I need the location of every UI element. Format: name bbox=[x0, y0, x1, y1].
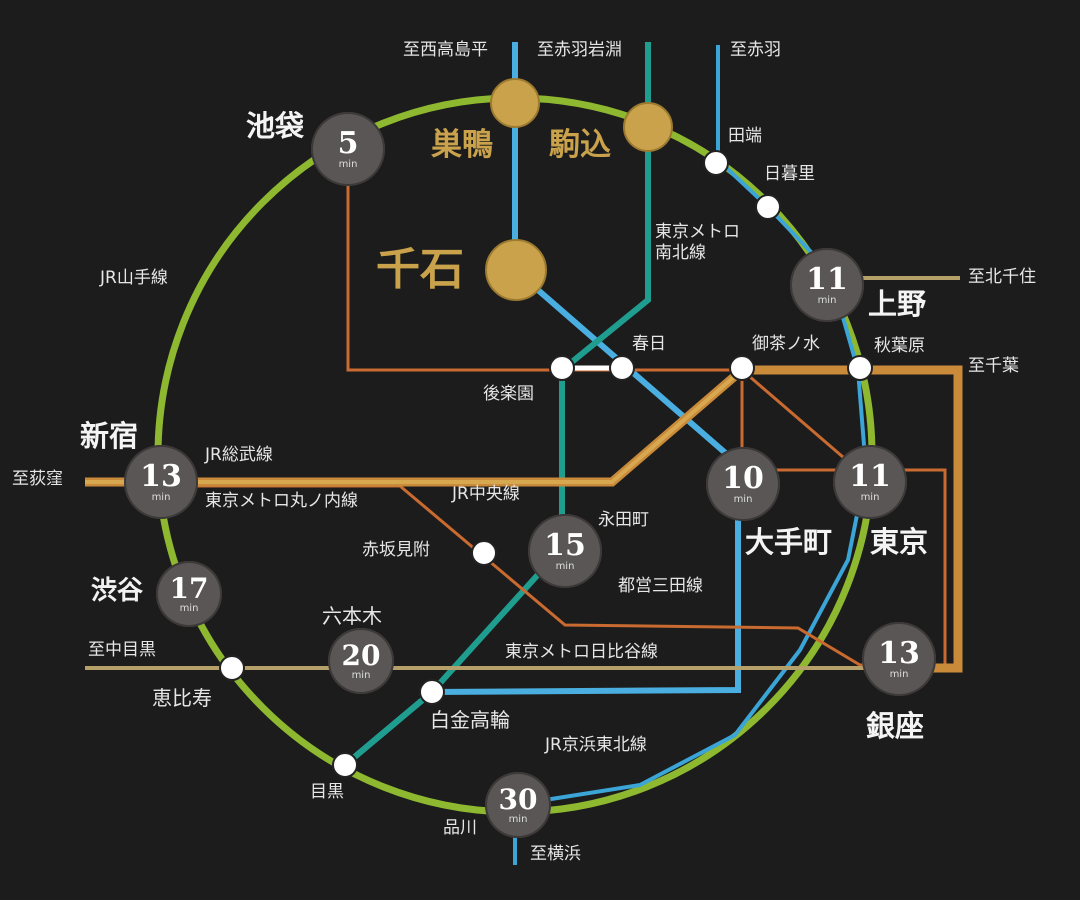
badge-unit: min bbox=[151, 491, 171, 503]
badge-minutes: 11 bbox=[849, 458, 891, 494]
direction-label-yokohama: 至横浜 bbox=[530, 844, 581, 864]
badge-minutes: 10 bbox=[722, 460, 764, 496]
chuo-line-inner bbox=[85, 368, 744, 484]
station-label-shinjuku: 新宿 bbox=[80, 419, 139, 453]
station-dot-kasuga[interactable] bbox=[609, 355, 635, 381]
station-dot-ochanomizu[interactable] bbox=[729, 355, 755, 381]
badge-unit: min bbox=[351, 669, 371, 681]
line-label-marunouchi: 東京メトロ丸ノ内線 bbox=[205, 491, 358, 511]
station-dot-nippori[interactable] bbox=[755, 194, 781, 220]
badge-unit: min bbox=[860, 491, 880, 503]
station-label-ikebukuro: 池袋 bbox=[246, 109, 305, 143]
line-label-yamanote: JR山手線 bbox=[100, 268, 168, 288]
station-gold-sugamo[interactable] bbox=[490, 78, 540, 128]
station-label-tokyo: 東京 bbox=[870, 525, 929, 559]
station-label-shinagawa: 品川 bbox=[443, 818, 477, 838]
station-gold-komagome[interactable] bbox=[623, 102, 673, 152]
station-dot-meguro[interactable] bbox=[332, 752, 358, 778]
line-label-keihin-tohoku: JR京浜東北線 bbox=[545, 735, 647, 755]
station-label-korakuen: 後楽園 bbox=[483, 384, 534, 404]
station-label-akihabara: 秋葉原 bbox=[874, 336, 925, 356]
station-dot-ebisu[interactable] bbox=[219, 655, 245, 681]
badge-minutes: 13 bbox=[878, 635, 920, 671]
direction-label-nishitakashimadaira: 至西高島平 bbox=[403, 40, 488, 60]
badge-unit: min bbox=[817, 294, 837, 306]
station-dot-akihabara[interactable] bbox=[847, 355, 873, 381]
station-dot-tabata[interactable] bbox=[703, 150, 729, 176]
station-label-shibuya: 渋谷 bbox=[91, 576, 144, 606]
badge-minutes: 13 bbox=[140, 458, 182, 494]
namboku-line bbox=[343, 42, 651, 768]
line-label-sobu: JR総武線 bbox=[205, 445, 273, 465]
badge-unit: min bbox=[733, 493, 753, 505]
badge-unit: min bbox=[179, 602, 199, 614]
station-label-nagatacho: 永田町 bbox=[598, 510, 649, 530]
line-label-hibiya: 東京メトロ日比谷線 bbox=[505, 642, 658, 662]
station-dot-korakuen[interactable] bbox=[549, 355, 575, 381]
station-label-sugamo: 巣鴨 bbox=[431, 127, 493, 163]
station-label-ebisu: 恵比寿 bbox=[152, 686, 212, 710]
station-label-ochanomizu: 御茶ノ水 bbox=[752, 334, 820, 354]
badge-minutes: 20 bbox=[341, 638, 381, 672]
station-label-ginza: 銀座 bbox=[866, 709, 925, 743]
station-label-komagome: 駒込 bbox=[549, 127, 611, 163]
badge-minutes: 11 bbox=[806, 261, 848, 297]
station-gold-sengoku[interactable] bbox=[485, 239, 547, 301]
marunouchi-branch bbox=[741, 368, 859, 472]
station-dot-shirokanetakanawa[interactable] bbox=[419, 679, 445, 705]
marunouchi-line bbox=[162, 150, 947, 667]
direction-label-akabaneiwabuchi: 至赤羽岩淵 bbox=[537, 40, 622, 60]
station-label-nippori: 日暮里 bbox=[764, 164, 815, 184]
badge-unit: min bbox=[889, 668, 909, 680]
station-label-shirokanetakanawa: 白金高輪 bbox=[430, 708, 510, 732]
station-label-otemachi: 大手町 bbox=[745, 525, 833, 559]
line-label-chuo: JR中央線 bbox=[452, 484, 520, 504]
badge-minutes: 30 bbox=[498, 782, 538, 816]
station-dot-akasakamitsuke[interactable] bbox=[471, 540, 497, 566]
station-label-meguro: 目黒 bbox=[310, 782, 344, 802]
direction-label-nakameguro: 至中目黒 bbox=[88, 640, 156, 660]
station-label-kasuga: 春日 bbox=[632, 334, 666, 354]
direction-label-kitasenju: 至北千住 bbox=[968, 267, 1036, 287]
badge-unit: min bbox=[338, 158, 358, 170]
badge-unit: min bbox=[555, 560, 575, 572]
badge-minutes: 17 bbox=[169, 571, 209, 605]
line-label-namboku: 東京メトロ 南北線 bbox=[655, 222, 740, 264]
badge-minutes: 15 bbox=[544, 527, 586, 563]
line-label-mita: 都営三田線 bbox=[618, 576, 703, 596]
station-label-ueno: 上野 bbox=[868, 287, 927, 321]
direction-label-ogikubo: 至荻窪 bbox=[12, 469, 63, 489]
station-label-sengoku: 千石 bbox=[376, 244, 464, 295]
direction-label-chiba: 至千葉 bbox=[968, 356, 1019, 376]
direction-label-akabane: 至赤羽 bbox=[730, 40, 781, 60]
badge-minutes: 5 bbox=[337, 125, 359, 161]
station-label-roppongi: 六本木 bbox=[322, 604, 382, 628]
badge-unit: min bbox=[508, 813, 528, 825]
station-label-tabata: 田端 bbox=[728, 126, 762, 146]
station-label-akasakamitsuke: 赤坂見附 bbox=[362, 540, 430, 560]
